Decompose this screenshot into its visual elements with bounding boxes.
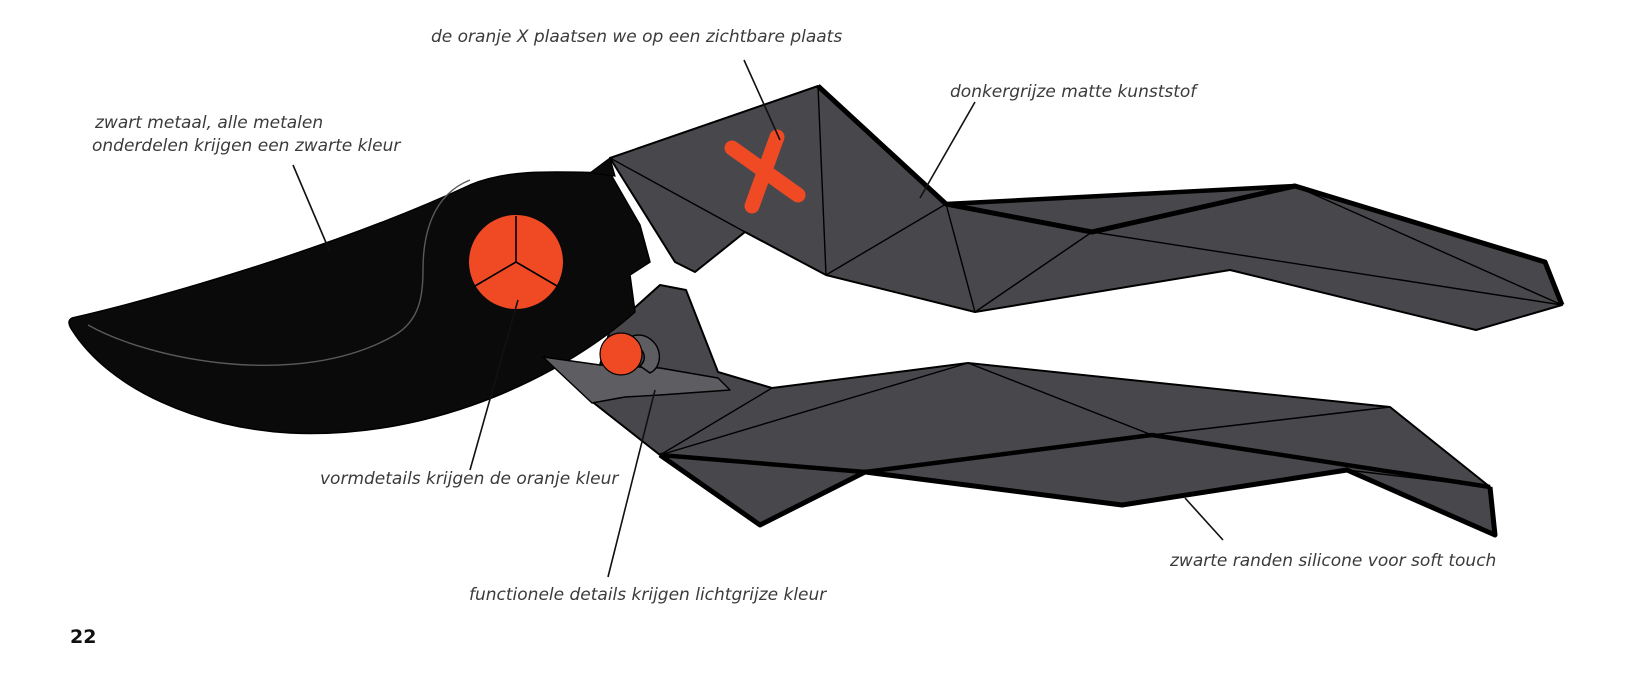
- metal-blade: [68, 156, 651, 435]
- pivot-disc-segments: [474, 216, 558, 287]
- leader-metal: [292, 164, 331, 253]
- lower-handle-facets: [659, 362, 1491, 488]
- blade-body: [68, 171, 651, 435]
- leader-functional: [607, 389, 656, 578]
- leader-silicone: [1184, 497, 1224, 541]
- leader-lines: [292, 59, 1224, 578]
- label-metal: zwart metaal, alle metalen onderdelen kr…: [92, 112, 400, 158]
- orange-details: [469, 129, 806, 376]
- upper-handle: [609, 84, 1565, 331]
- leader-orange-x: [743, 59, 781, 141]
- upper-handle-silicone-edge-2: [945, 183, 1296, 207]
- blade-inner-edge: [87, 179, 471, 366]
- label-plastic-text: donkergrijze matte kunststof: [950, 82, 1197, 102]
- label-silicone-edges: zwarte randen silicone voor soft touch: [1170, 550, 1496, 573]
- label-functional-details-text: functionele details krijgen lichtgrijze …: [469, 585, 827, 605]
- orange-x-mark: [724, 129, 806, 214]
- upper-handle-silicone-edge: [816, 84, 1565, 306]
- label-functional-details: functionele details krijgen lichtgrijze …: [469, 584, 826, 607]
- label-form-details: vormdetails krijgen de oranje kleur: [320, 468, 618, 491]
- label-plastic: donkergrijze matte kunststof: [950, 81, 1196, 104]
- blade-top-notch: [588, 156, 616, 177]
- label-form-details-text: vormdetails krijgen de oranje kleur: [320, 469, 619, 489]
- label-metal-line2: onderdelen krijgen een zwarte kleur: [92, 136, 401, 156]
- leader-plastic: [919, 101, 976, 199]
- lower-handle-silicone-edge: [658, 452, 1498, 538]
- label-orange-x: de oranje X plaatsen we op een zichtbare…: [431, 26, 842, 49]
- lower-handle: [589, 284, 1498, 538]
- lower-handle-silicone-edge-2: [659, 432, 1491, 490]
- label-orange-x-text: de oranje X plaatsen we op een zichtbare…: [431, 27, 843, 47]
- label-metal-line1: zwart metaal, alle metalen: [95, 113, 324, 133]
- label-silicone-edges-text: zwarte randen silicone voor soft touch: [1170, 551, 1497, 571]
- leader-form-details: [469, 299, 519, 471]
- page-number: 22: [70, 626, 97, 648]
- small-orange-dot: [599, 332, 643, 376]
